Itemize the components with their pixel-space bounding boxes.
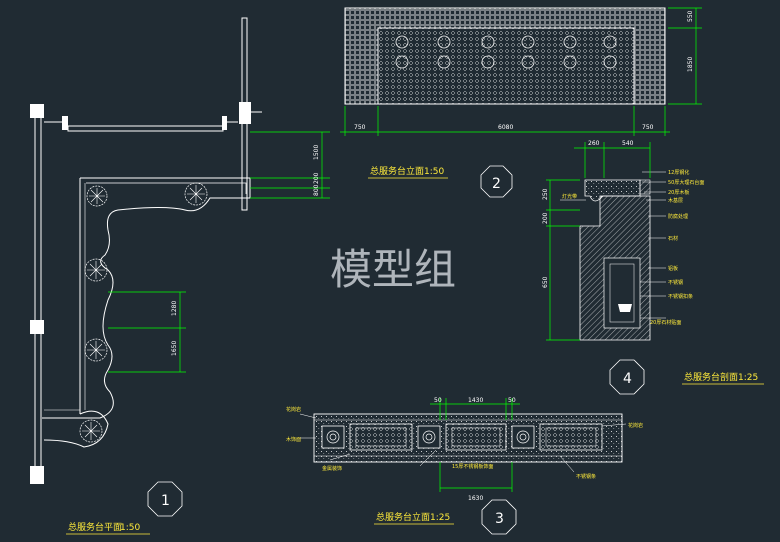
elevation-dim-main: 1850 <box>687 57 694 72</box>
elevation-number: 2 <box>492 176 501 192</box>
section-dim-left-c: 650 <box>542 276 549 288</box>
front-elevation-drawing: 550 1850 750 6080 750 总服务台立面 1:50 2 <box>340 7 702 198</box>
plan-dimensions-top <box>250 131 330 199</box>
counter-note-left-top: 花岗岩 <box>286 406 301 413</box>
plan-counter-outline <box>42 177 251 419</box>
plan-dimensions-left <box>108 291 186 373</box>
elevation-scale: 1:50 <box>424 167 444 177</box>
section-note-3: 20厚木板 <box>668 189 689 196</box>
plan-number-octagon <box>147 481 183 517</box>
elevation-lamps <box>395 35 617 69</box>
elevation-inner-panel <box>377 27 635 105</box>
plan-plant-1 <box>86 185 108 207</box>
section-dim-left-b: 200 <box>542 212 549 224</box>
plan-plant-4 <box>84 338 108 362</box>
section-inner-void <box>603 257 641 329</box>
section-dim-top-b: 540 <box>622 140 634 147</box>
section-note-9: 不锈钢扣条 <box>668 293 693 300</box>
elevation-number-octagon <box>480 165 513 198</box>
plan-title: 总服务台平面 <box>68 521 122 533</box>
plan-scale: 1:50 <box>120 523 140 533</box>
elevation-title: 总服务台立面 <box>370 165 424 177</box>
counter-lamp-boxes <box>321 425 535 449</box>
section-dim-left-a: 250 <box>542 188 549 200</box>
section-note-2: 50厚大理石台面 <box>668 179 704 186</box>
section-number: 4 <box>623 371 632 387</box>
counter-dim-bottom: 1630 <box>468 495 483 502</box>
section-number-octagon <box>609 359 645 395</box>
plan-dim-left-b: 1650 <box>171 341 178 356</box>
plan-left-wall-cap-bottom <box>30 466 44 484</box>
elevation-dim-left: 750 <box>354 124 366 131</box>
plan-drawing: 1500 800 200 1280 1650 1 总服务台平面 1:50 <box>30 17 330 535</box>
counter-title: 总服务台立面 <box>376 511 430 523</box>
section-note-5: 防腐处理 <box>668 213 688 220</box>
counter-dim-top-c: 50 <box>508 397 516 404</box>
elevation-dim-right: 750 <box>642 124 654 131</box>
counter-planters <box>349 423 603 451</box>
counter-note-mid: 15厚不锈钢板饰面 <box>452 463 493 470</box>
plan-left-wall-joint <box>30 320 44 334</box>
section-drawing: 12厚钢化 50厚大理石台面 20厚木板 木基层 防腐处理 石材 铝板 不锈钢 … <box>542 140 764 395</box>
plan-dim-top-a: 1500 <box>313 145 320 160</box>
plan-dim-left-a: 1280 <box>171 301 178 316</box>
section-note-7: 铝板 <box>668 265 678 272</box>
section-note-6: 石材 <box>668 235 678 242</box>
plan-left-wall-cap-top <box>30 104 44 118</box>
section-leaders <box>560 171 666 319</box>
section-dims <box>546 142 651 341</box>
section-note-10: 20厚石材贴面 <box>650 319 681 326</box>
counter-note-right: 花岗岩 <box>628 422 643 429</box>
elevation-dims-bottom <box>340 106 670 136</box>
counter-number-octagon <box>481 499 517 535</box>
counter-number: 3 <box>495 511 504 527</box>
plan-dim-top-b: 800 <box>313 184 320 196</box>
counter-note-bottom-right: 不锈钢条 <box>576 473 596 480</box>
elevation-dims-right <box>668 7 702 105</box>
counter-plan-drawing: 花岗岩 木饰面 花岗岩 15厚不锈钢板饰面 金属装饰 不锈钢条 50 1430 … <box>286 397 643 535</box>
section-dim-top-a: 260 <box>588 140 600 147</box>
counter-leaders <box>299 413 627 473</box>
plan-top-wall <box>67 125 224 132</box>
counter-dims <box>430 398 520 492</box>
section-scale: 1:25 <box>738 373 758 383</box>
section-note-8: 不锈钢 <box>668 279 683 286</box>
counter-scale: 1:25 <box>430 513 450 523</box>
counter-note-bottom-left: 金属装饰 <box>322 465 342 472</box>
watermark-text: 模型组 <box>330 245 456 294</box>
section-title: 总服务台剖面 <box>684 371 738 383</box>
plan-dim-top-c: 200 <box>313 172 320 184</box>
section-note-4: 木基层 <box>668 197 683 204</box>
counter-dim-top-b: 1430 <box>468 397 483 404</box>
plan-plant-3 <box>84 258 108 282</box>
plan-number: 1 <box>161 493 170 509</box>
plan-plant-2 <box>184 182 208 206</box>
plan-left-wall <box>34 105 42 483</box>
elevation-dim-mid: 6080 <box>498 124 513 131</box>
elevation-dim-top: 550 <box>687 10 694 22</box>
plan-plant-5 <box>79 419 103 443</box>
section-side-note: 灯光带 <box>562 193 577 200</box>
counter-note-left-bottom: 木饰面 <box>286 436 301 443</box>
counter-dim-top-a: 50 <box>434 397 442 404</box>
section-note-1: 12厚钢化 <box>668 169 689 176</box>
